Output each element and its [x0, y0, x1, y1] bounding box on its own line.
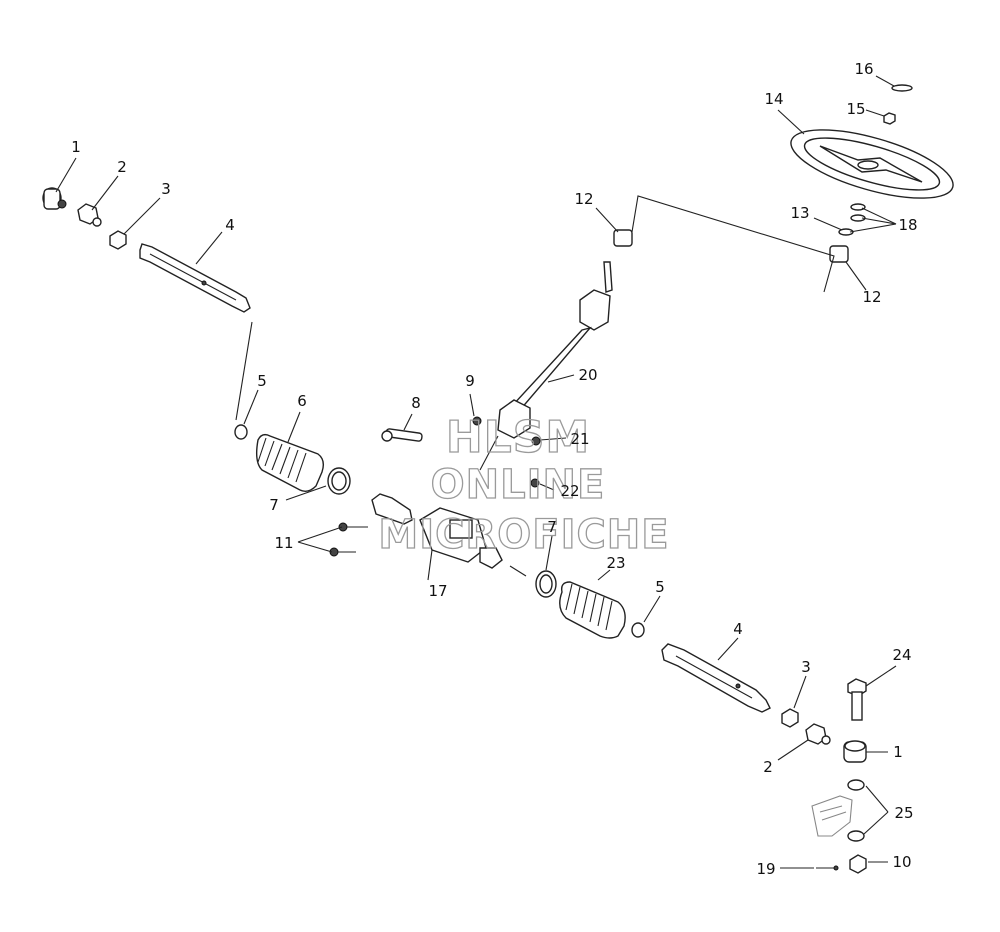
rack-housing	[371, 493, 503, 581]
nut-right	[781, 708, 799, 728]
spindle-bracket	[811, 795, 853, 837]
callout-7-left: 7	[269, 496, 279, 514]
callout-3-left: 3	[161, 180, 171, 198]
callout-23: 23	[606, 554, 625, 572]
callout-15: 15	[846, 100, 865, 118]
callout-8: 8	[411, 394, 421, 412]
callout-19: 19	[756, 860, 775, 878]
tie-rod-end-right	[843, 740, 867, 763]
callout-12-lower: 12	[862, 288, 881, 306]
callout-7-right: 7	[547, 518, 557, 536]
callout-22: 22	[560, 482, 579, 500]
jam-nut-right	[805, 723, 831, 745]
callout-11: 11	[274, 534, 293, 552]
callout-14: 14	[764, 90, 783, 108]
boot-clamp-large-right	[535, 570, 557, 598]
callout-21: 21	[570, 430, 589, 448]
steering-shaft	[472, 261, 613, 488]
nut-15	[883, 112, 896, 125]
nut-10	[849, 854, 867, 874]
nut-left	[109, 230, 127, 250]
jam-nut-left	[77, 203, 102, 227]
watermark-line-1: HLSM	[446, 412, 590, 463]
tie-rod-left	[139, 243, 251, 313]
callout-25: 25	[894, 804, 913, 822]
watermark-line-2: ONLINE	[431, 462, 606, 508]
cap-16	[891, 84, 913, 92]
callout-3-right: 3	[801, 658, 811, 676]
callout-16: 16	[854, 60, 873, 78]
callout-6: 6	[297, 392, 307, 410]
tie-rod-right	[661, 643, 771, 713]
bolt-24	[847, 678, 867, 721]
callout-13: 13	[790, 204, 809, 222]
bellows-boot-left	[255, 433, 325, 493]
steering-wheel	[790, 129, 954, 199]
callout-17: 17	[428, 582, 447, 600]
boot-clamp-small-right	[631, 622, 645, 638]
boot-clamp-large-left	[327, 467, 351, 495]
callout-20: 20	[578, 366, 597, 384]
bolts-11	[329, 522, 368, 557]
callout-labels: 1 2 3 4 5 6 7 8 9 11 17 20 21 22 12 12 1…	[71, 60, 917, 878]
washers-25	[847, 779, 865, 842]
watermark-line-3: MICROFICHE	[378, 512, 669, 558]
cotter-pin-19	[816, 865, 839, 871]
callout-10: 10	[892, 853, 911, 871]
bellows-boot-right	[559, 581, 626, 639]
callout-5-left: 5	[257, 372, 267, 390]
callout-24: 24	[892, 646, 911, 664]
callout-1-left: 1	[71, 138, 81, 156]
callout-2-left: 2	[117, 158, 127, 176]
leader-lines	[55, 75, 897, 869]
callout-18: 18	[898, 216, 917, 234]
bushing-lower	[829, 245, 849, 263]
pin-8	[381, 428, 423, 442]
callout-4-left: 4	[225, 216, 235, 234]
callout-4-right: 4	[733, 620, 743, 638]
callout-1-right: 1	[893, 743, 903, 761]
callout-2-right: 2	[763, 758, 773, 776]
callout-12-upper: 12	[574, 190, 593, 208]
boot-clamp-small-left	[234, 424, 248, 440]
callout-5-right: 5	[655, 578, 665, 596]
tie-rod-end-left	[42, 187, 67, 210]
callout-9: 9	[465, 372, 475, 390]
bushing-upper	[613, 229, 633, 247]
